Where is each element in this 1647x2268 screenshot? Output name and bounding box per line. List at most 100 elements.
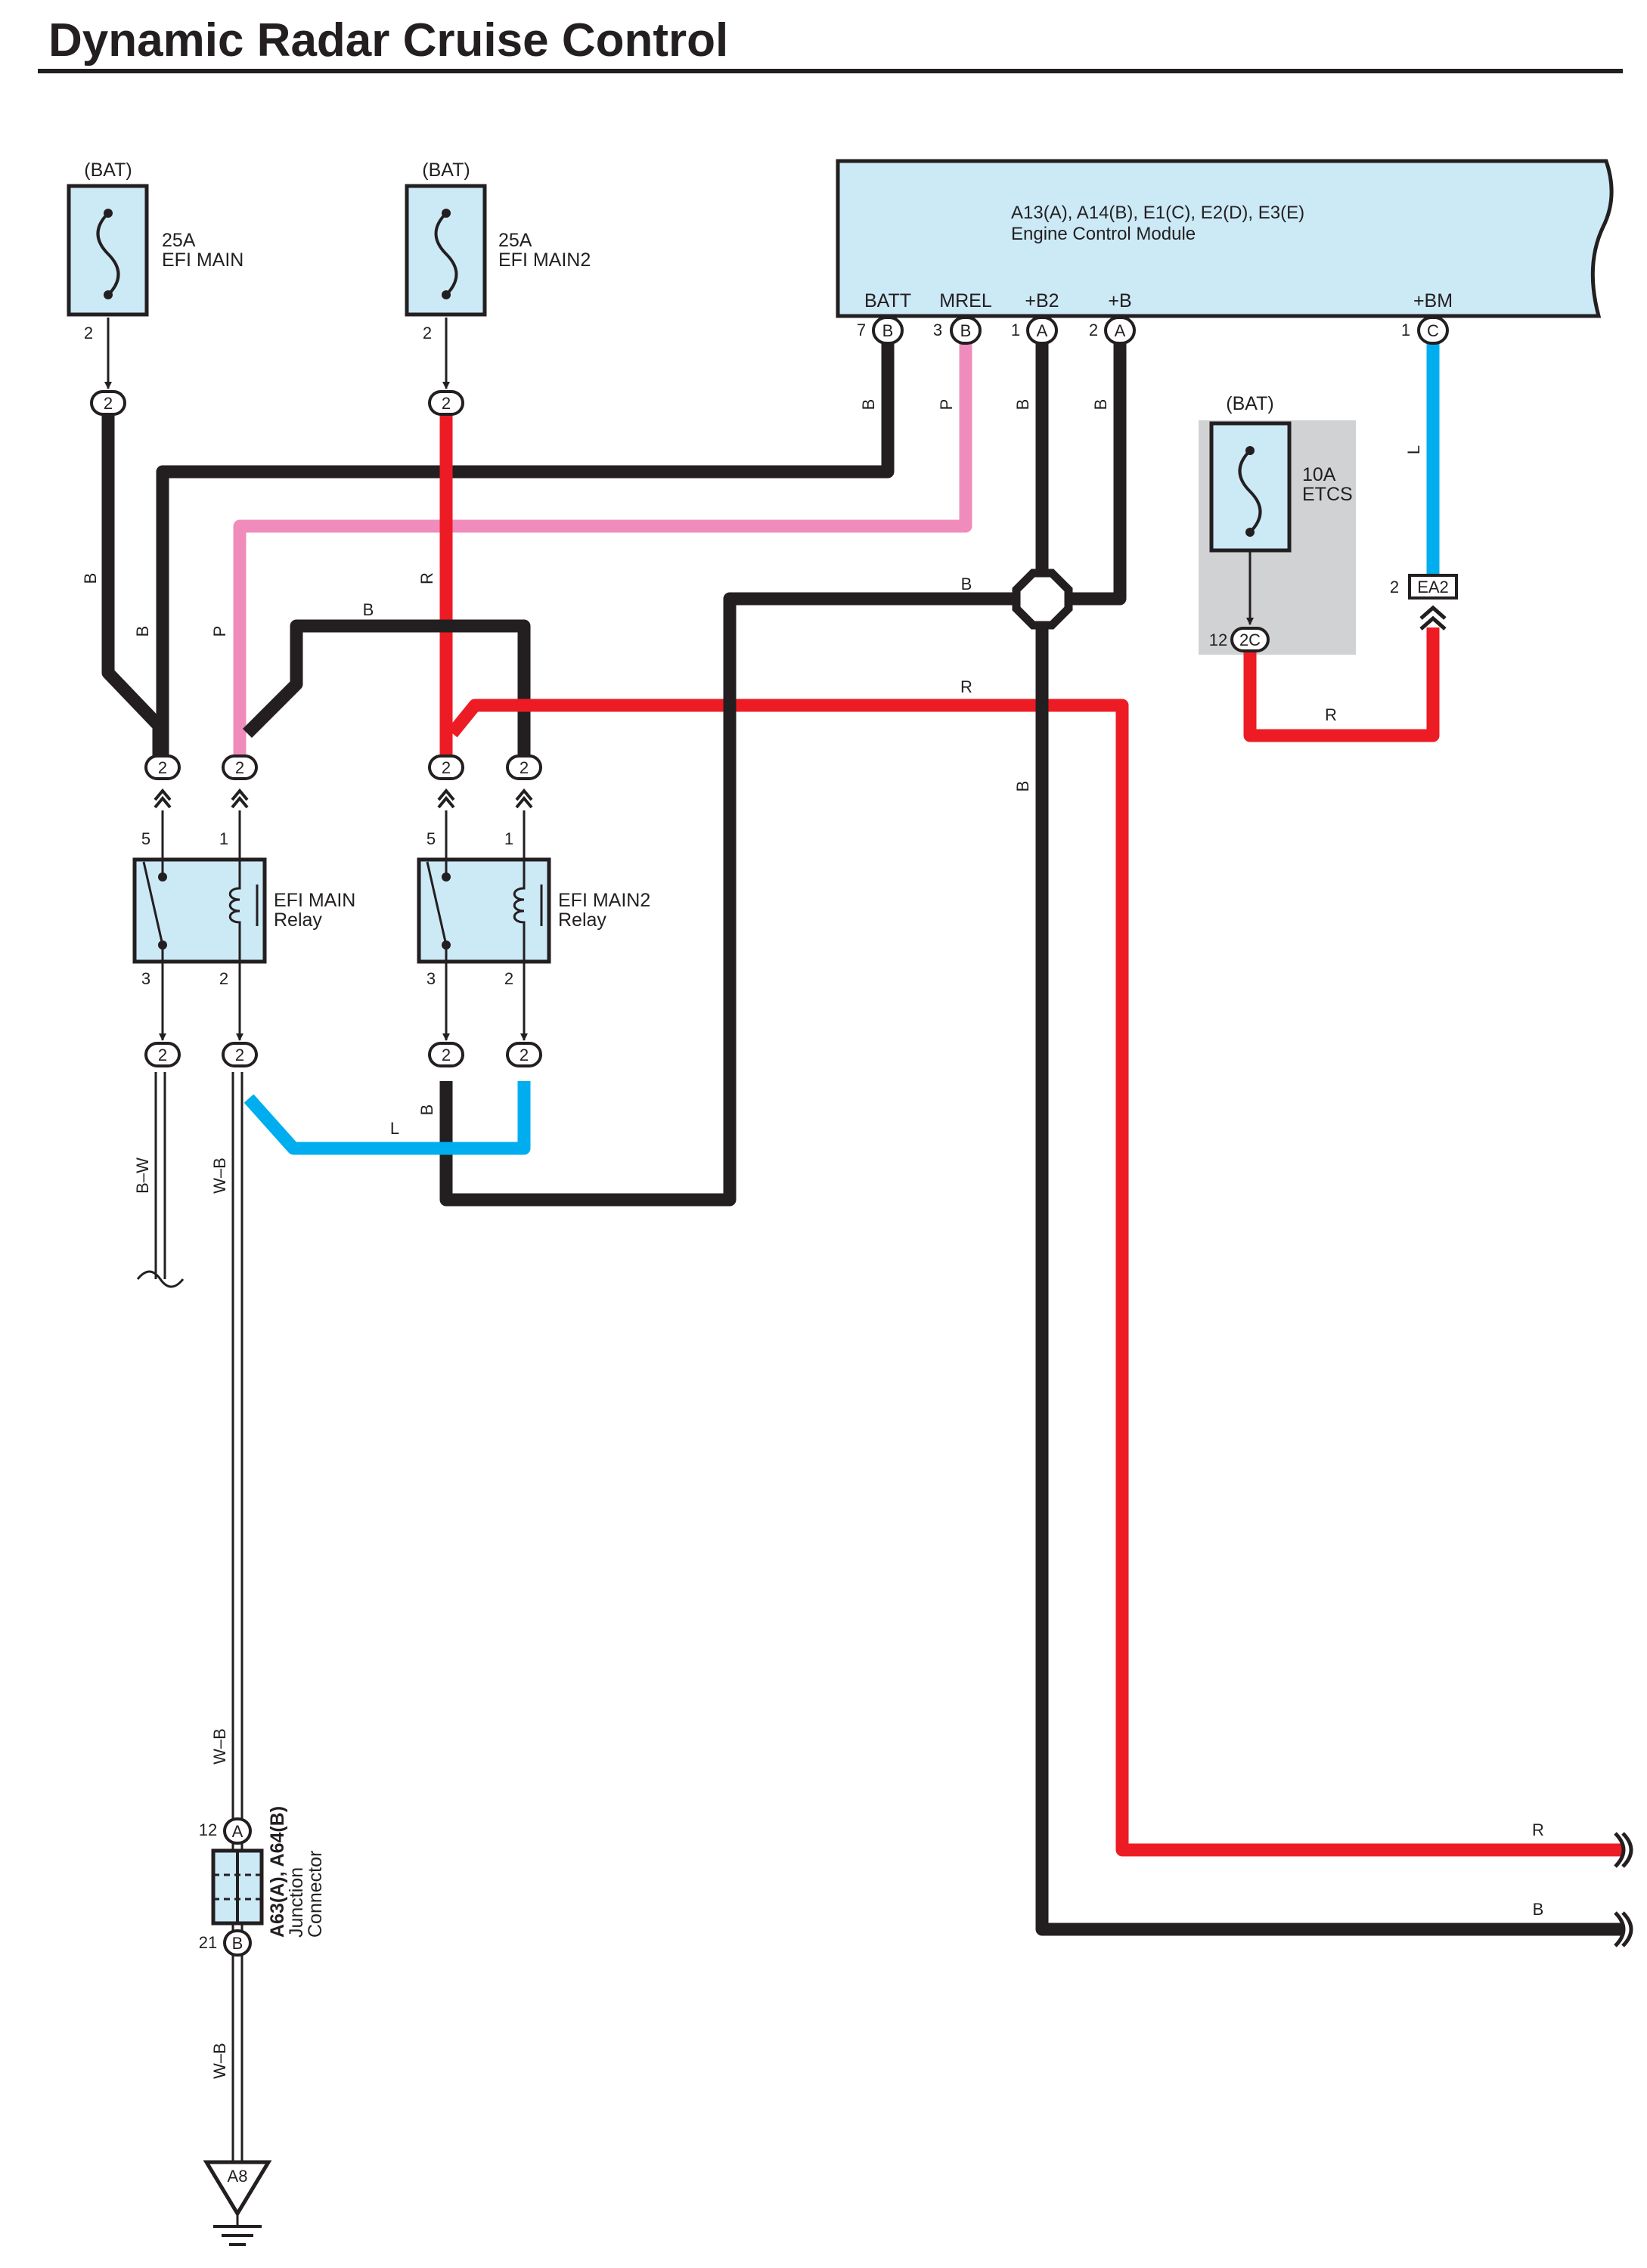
relay-pin: 1 — [504, 829, 513, 848]
relay-connector-label: 2 — [235, 758, 244, 777]
wire-label: B–W — [133, 1157, 152, 1194]
ecm-connector-label: A — [1115, 321, 1126, 340]
wire-efi-main-fuse-black — [101, 414, 166, 756]
relay-connector-label: 2 — [235, 1046, 244, 1064]
relay-connector-label: 2 — [520, 758, 529, 777]
wire-batt-black — [156, 333, 895, 756]
relay-connector — [144, 754, 181, 780]
ea2-connector: EA2 2 — [1390, 574, 1458, 631]
fuse-efi-main: (BAT) 25A EFI MAIN 2 2 — [67, 160, 243, 416]
relay-body — [132, 857, 267, 964]
wire-labels: B P B B L B B P R B B R R B L B B–W W–B … — [81, 399, 1544, 2079]
wire-relay-bridge-black — [242, 619, 531, 756]
ecm-connector — [1026, 316, 1058, 345]
fuse-connector-label: 2 — [442, 394, 451, 413]
fuse-pin: 2 — [84, 324, 93, 342]
relay-switch-icon — [142, 861, 164, 946]
fuse-name: ETCS — [1302, 484, 1353, 505]
ecm-connector-label: B — [960, 321, 972, 340]
junction-connector-top-label: A — [232, 1822, 243, 1841]
relay-connector — [222, 1042, 258, 1067]
wire-label: B — [1091, 399, 1110, 411]
wire-label: B — [81, 573, 100, 584]
relay-pin: 2 — [504, 969, 513, 988]
fuse-rating: 25A — [162, 230, 196, 251]
fuse-rating: 25A — [498, 230, 532, 251]
relay-pin: 5 — [426, 829, 436, 848]
ecm-pin: 1 — [1011, 321, 1020, 339]
fuse-terminal-dot — [442, 209, 451, 218]
splice-point — [1012, 569, 1073, 630]
fuse-terminal-dot — [104, 290, 113, 299]
ecm-terminal-connectors: 7 B 3 B 1 A 2 A 1 C — [857, 316, 1449, 345]
relay-pin: 5 — [141, 829, 150, 848]
wire-label: R — [1532, 1820, 1544, 1839]
chevron-up-icon — [231, 788, 249, 809]
fuse-source-label: (BAT) — [84, 160, 132, 181]
junction-connector: 12 A 21 B A63(A), A64(B) Junction Connec… — [199, 1806, 326, 1957]
chevron-up-icon — [154, 788, 172, 809]
fuse-pin: 2 — [423, 324, 432, 342]
relay-pin: 3 — [141, 969, 150, 988]
ecm-terminal-bm: +BM — [1413, 290, 1453, 311]
wire-relay2-out-black — [439, 592, 1042, 1207]
ecm-terminal-mrel: MREL — [939, 290, 992, 311]
relay-connector-label: 2 — [158, 1046, 167, 1064]
ecm-box — [836, 159, 1614, 318]
fuse-source-label: (BAT) — [1226, 393, 1273, 414]
fuse-terminal-dot — [1245, 446, 1255, 455]
ecm-pin: 3 — [933, 321, 942, 339]
ecm-connector — [950, 316, 982, 345]
relay-body — [417, 857, 551, 964]
ecm-connector — [1417, 316, 1449, 345]
wire-b-black — [1042, 333, 1127, 606]
fuse-icon — [434, 212, 458, 296]
wire-label: R — [960, 677, 972, 696]
wire-break-black — [1614, 1911, 1626, 1947]
wire-label: P — [210, 626, 229, 637]
wire-label: B — [1533, 1900, 1544, 1919]
fuse-terminal-dot — [104, 209, 113, 218]
relay-connector — [144, 1042, 181, 1067]
wire-label: B — [859, 399, 878, 411]
wire-label: B — [961, 575, 972, 593]
fuse-connector-label: 2 — [104, 394, 113, 413]
fuse-terminal-dot — [442, 290, 451, 299]
junction-pin-bottom: 21 — [199, 1933, 217, 1952]
relay-connector-label: 2 — [442, 1046, 451, 1064]
relay-suffix: Relay — [558, 909, 606, 931]
relay-suffix: Relay — [274, 909, 322, 931]
ground-a8: A8 — [203, 2160, 272, 2246]
junction-connector-bottom-label: B — [232, 1934, 243, 1953]
fuse-connector-label: 2C — [1239, 631, 1261, 649]
relay-efi-main: 5 1 EFI MAIN Relay 3 2 2 2 — [132, 810, 355, 1067]
fuse-terminal-dot — [1245, 528, 1255, 537]
wire-label: B — [1013, 781, 1032, 792]
junction-connector-top — [223, 1817, 252, 1845]
wire-red-main — [447, 699, 1623, 1857]
chevron-up-icon — [437, 788, 455, 809]
relay-connector — [428, 1042, 464, 1067]
ecm-connector-label: A — [1037, 321, 1048, 340]
wire-label: B — [363, 600, 374, 619]
relay-coil-icon — [228, 860, 241, 962]
fuse-connector — [1230, 627, 1270, 652]
ea2-box — [1408, 574, 1458, 600]
fuse-rating: 10A — [1302, 464, 1336, 485]
relay-connector — [222, 754, 258, 780]
ecm-connectors-label: A13(A), A14(B), E1(C), E2(D), E3(E) — [1011, 203, 1304, 223]
fuse-pin: 12 — [1209, 631, 1227, 649]
ecm-terminal-batt: BATT — [864, 290, 911, 311]
fuse-name: EFI MAIN — [162, 249, 243, 271]
relay-name: EFI MAIN — [274, 890, 355, 911]
junction-connector-bottom — [223, 1929, 252, 1957]
wire-break-red-b — [1621, 1832, 1633, 1868]
relay-connector-label: 2 — [442, 758, 451, 777]
wire-label: L — [390, 1119, 399, 1138]
junction-label: Junction — [286, 1867, 307, 1938]
relay-top-connectors: 2 2 2 2 — [144, 754, 542, 809]
wire-label: B — [133, 626, 152, 637]
ecm-terminal-b2: +B2 — [1025, 290, 1059, 311]
ground-label: A8 — [228, 2167, 248, 2186]
fuse-etcs: (BAT) 10A ETCS 2C 12 — [1209, 393, 1353, 652]
